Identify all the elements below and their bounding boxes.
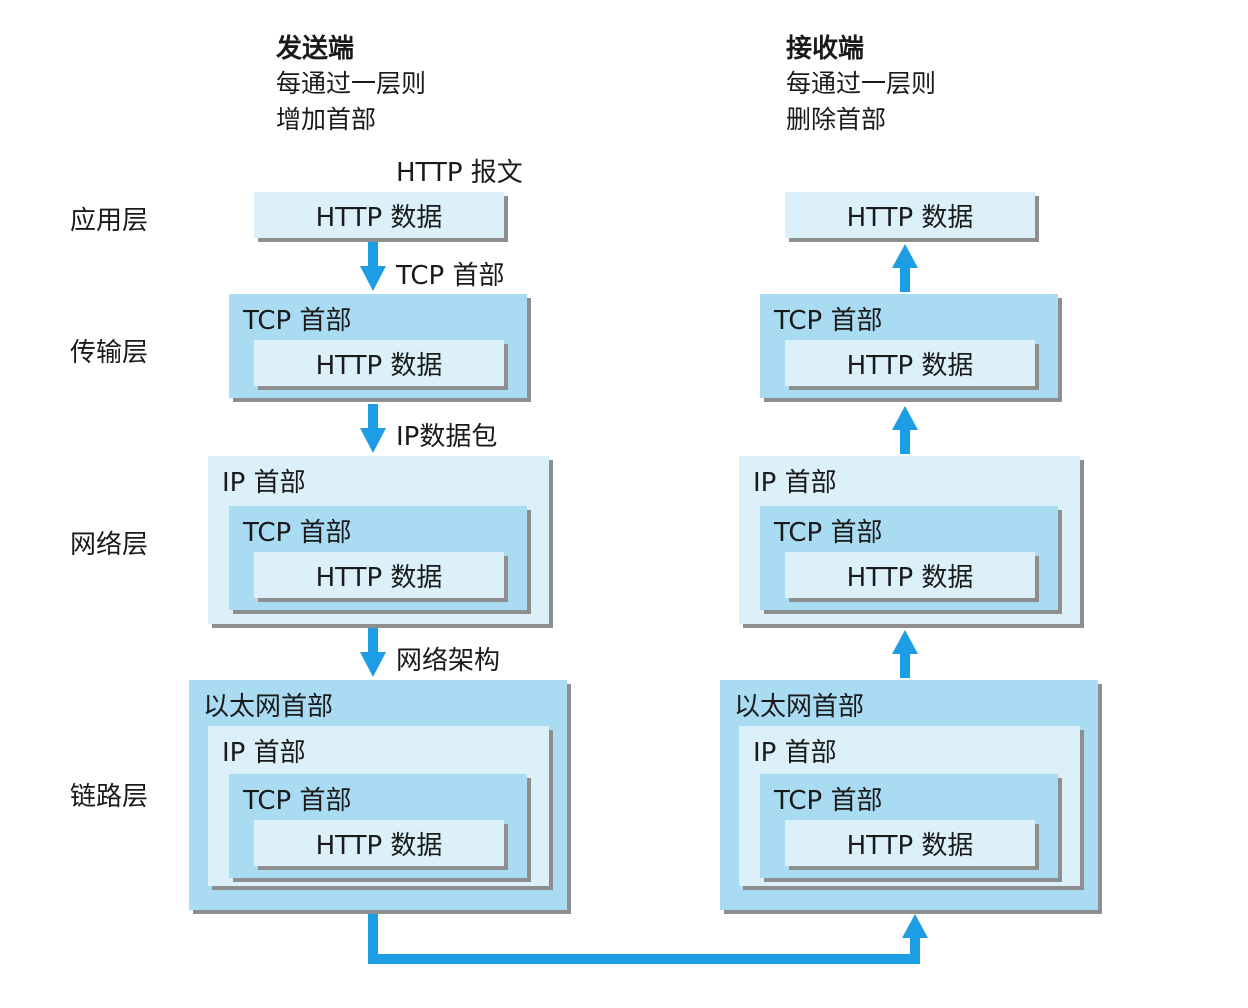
up-arrow-link-to-network (892, 630, 918, 678)
sender-title: 发送端 (276, 34, 355, 64)
layer-label-link: 链路层 (70, 782, 149, 812)
transfer-connector-arrow (368, 914, 928, 964)
sender-desc-line1: 每通过一层则 (276, 69, 427, 98)
ethernet-header-label: 以太网首部 (203, 692, 334, 722)
ip-header-label: IP 首部 (753, 468, 837, 498)
tcp-header-label: TCP 首部 (774, 306, 883, 336)
ip-header-label: IP 首部 (222, 468, 306, 498)
annotation-network-frame: 网络架构 (396, 646, 501, 676)
receiver-title: 接收端 (786, 34, 865, 64)
ip-header-label: IP 首部 (222, 738, 306, 768)
http-data-label: HTTP 数据 (846, 830, 974, 861)
sender-network-ip-packet: IP 首部 TCP 首部 HTTP 数据 (208, 456, 549, 624)
annotation-http-message: HTTP 报文 (396, 158, 523, 188)
ip-packet-box: IP 首部 TCP 首部 HTTP 数据 (208, 726, 549, 886)
tcp-header-label: TCP 首部 (774, 518, 883, 548)
receiver-transport-tcp-segment: TCP 首部 HTTP 数据 (760, 294, 1058, 398)
receiver-network-ip-packet: IP 首部 TCP 首部 HTTP 数据 (739, 456, 1080, 624)
sender-link-ethernet-frame: 以太网首部 IP 首部 TCP 首部 HTTP 数据 (189, 680, 567, 910)
sender-transport-tcp-segment: TCP 首部 HTTP 数据 (229, 294, 527, 398)
layer-label-application: 应用层 (70, 206, 149, 236)
receiver-link-ethernet-frame: 以太网首部 IP 首部 TCP 首部 HTTP 数据 (720, 680, 1098, 910)
down-arrow-transport-to-network (360, 404, 386, 453)
http-data-box: HTTP 数据 (254, 552, 504, 598)
ip-header-label: IP 首部 (753, 738, 837, 768)
tcp-segment-box: TCP 首部 HTTP 数据 (229, 506, 527, 610)
tcp-header-label: TCP 首部 (243, 786, 352, 816)
tcp-segment-box: TCP 首部 HTTP 数据 (760, 506, 1058, 610)
down-arrow-network-to-link (360, 628, 386, 677)
tcp-segment-box: TCP 首部 HTTP 数据 (229, 774, 527, 878)
http-data-label: HTTP 数据 (315, 830, 443, 861)
tcp-header-label: TCP 首部 (774, 786, 883, 816)
http-data-label: HTTP 数据 (315, 350, 443, 381)
up-arrow-network-to-transport (892, 406, 918, 454)
receiver-desc-line2: 删除首部 (786, 105, 887, 134)
http-data-label: HTTP 数据 (315, 202, 443, 233)
http-data-box: HTTP 数据 (785, 820, 1035, 866)
receiver-app-http-data: HTTP 数据 (785, 192, 1035, 238)
http-data-box: HTTP 数据 (254, 820, 504, 866)
http-data-box: HTTP 数据 (254, 340, 504, 386)
http-data-box: HTTP 数据 (785, 340, 1035, 386)
tcp-segment-box: TCP 首部 HTTP 数据 (760, 774, 1058, 878)
ip-packet-box: IP 首部 TCP 首部 HTTP 数据 (739, 726, 1080, 886)
sender-desc-line2: 增加首部 (276, 105, 377, 134)
annotation-tcp-header: TCP 首部 (396, 261, 505, 291)
down-arrow-app-to-transport (360, 242, 386, 291)
http-data-label: HTTP 数据 (846, 562, 974, 593)
http-data-box: HTTP 数据 (785, 552, 1035, 598)
http-data-label: HTTP 数据 (846, 350, 974, 381)
tcp-header-label: TCP 首部 (243, 306, 352, 336)
layer-label-network: 网络层 (70, 530, 149, 560)
sender-app-http-data: HTTP 数据 (254, 192, 504, 238)
layer-label-transport: 传输层 (70, 338, 149, 368)
http-data-label: HTTP 数据 (846, 202, 974, 233)
http-data-label: HTTP 数据 (315, 562, 443, 593)
up-arrow-transport-to-app (892, 244, 918, 292)
receiver-desc-line1: 每通过一层则 (786, 69, 937, 98)
ethernet-header-label: 以太网首部 (734, 692, 865, 722)
tcp-header-label: TCP 首部 (243, 518, 352, 548)
annotation-ip-packet: IP数据包 (396, 422, 498, 452)
